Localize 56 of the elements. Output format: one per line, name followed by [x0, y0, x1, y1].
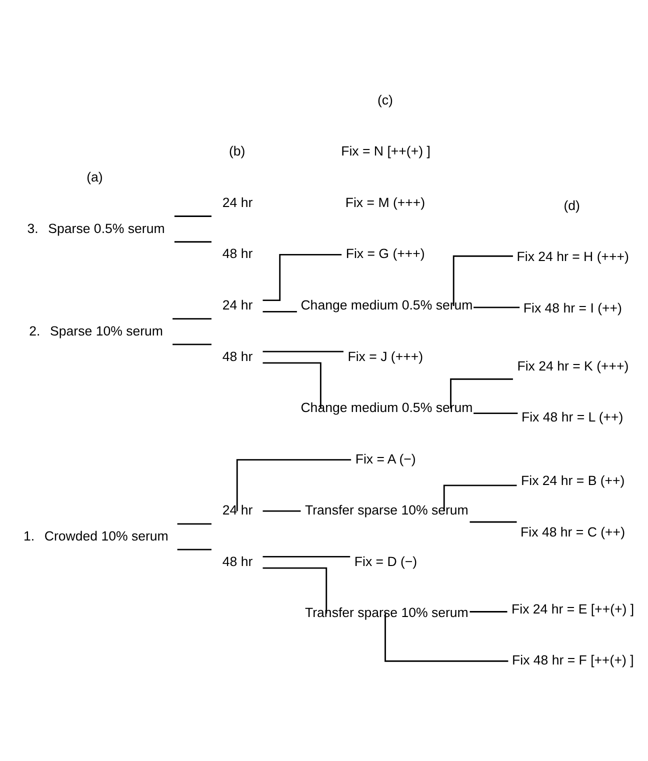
node-text: Change medium 0.5% serum	[300, 297, 473, 312]
connector	[474, 306, 520, 308]
connector	[262, 566, 328, 614]
node-text: Transfer sparse 10% serum	[305, 604, 468, 620]
connector	[177, 522, 212, 524]
node-text: Fix = G (+++)	[346, 246, 425, 261]
connector	[470, 610, 508, 612]
connector	[174, 240, 212, 242]
node-text: Fix 48 hr = C (++)	[520, 524, 626, 539]
node-text: Fix 48 hr = I (++)	[523, 300, 622, 315]
node-text: Sparse 0.5% serum	[48, 220, 165, 236]
connector	[262, 350, 344, 352]
node-text: 48 hr	[222, 348, 253, 364]
node-label: 3.	[27, 220, 38, 236]
node-text: Transfer sparse 10% serum	[305, 502, 468, 518]
node-text: Fix = D (−)	[354, 553, 418, 568]
node-text: 48 hr	[222, 553, 253, 568]
node-text: Fix = J (+++)	[348, 348, 424, 364]
node-text: Fix 24 hr = K (+++)	[517, 358, 629, 373]
node-text: 24 hr	[222, 502, 253, 518]
node-text: Crowded 10% serum	[44, 528, 168, 544]
connector	[177, 548, 212, 550]
node-text: 48 hr	[222, 246, 253, 261]
connector	[174, 215, 212, 216]
connector	[262, 310, 297, 312]
node-text: Fix = A (−)	[355, 450, 416, 466]
connector	[236, 458, 352, 511]
connector	[172, 343, 212, 345]
connector	[470, 520, 517, 522]
node-text: Fix 48 hr = L (++)	[522, 409, 624, 424]
connector	[262, 510, 301, 512]
connector	[262, 254, 342, 300]
connector	[474, 412, 518, 414]
connector	[262, 555, 350, 557]
node-text: Fix = M (+++)	[345, 194, 426, 210]
node-text: Fix 24 hr = B (++)	[521, 472, 625, 488]
node-text: 24 hr	[222, 194, 253, 210]
node-text: Fix 48 hr = F [++(+) ]	[512, 652, 634, 668]
label: (d)	[564, 197, 580, 212]
label: (b)	[229, 143, 246, 158]
node-text: Sparse 10% serum	[50, 323, 164, 338]
node-text: Fix = N [++(+) ]	[341, 143, 430, 158]
node-label: 1.	[23, 528, 35, 544]
connector	[172, 318, 212, 320]
label: (a)	[86, 168, 103, 184]
node-text: Fix 24 hr = E [++(+) ]	[512, 600, 634, 616]
connector	[443, 484, 517, 511]
node-label: 2.	[29, 323, 40, 338]
connector	[452, 254, 513, 306]
node-text: 24 hr	[222, 297, 253, 312]
label: (c)	[377, 92, 393, 107]
connector	[450, 378, 513, 408]
node-text: Fix 24 hr = H (+++)	[516, 248, 629, 264]
connector	[262, 362, 322, 408]
node-text: Change medium 0.5% serum	[300, 400, 473, 415]
connector	[384, 613, 508, 662]
